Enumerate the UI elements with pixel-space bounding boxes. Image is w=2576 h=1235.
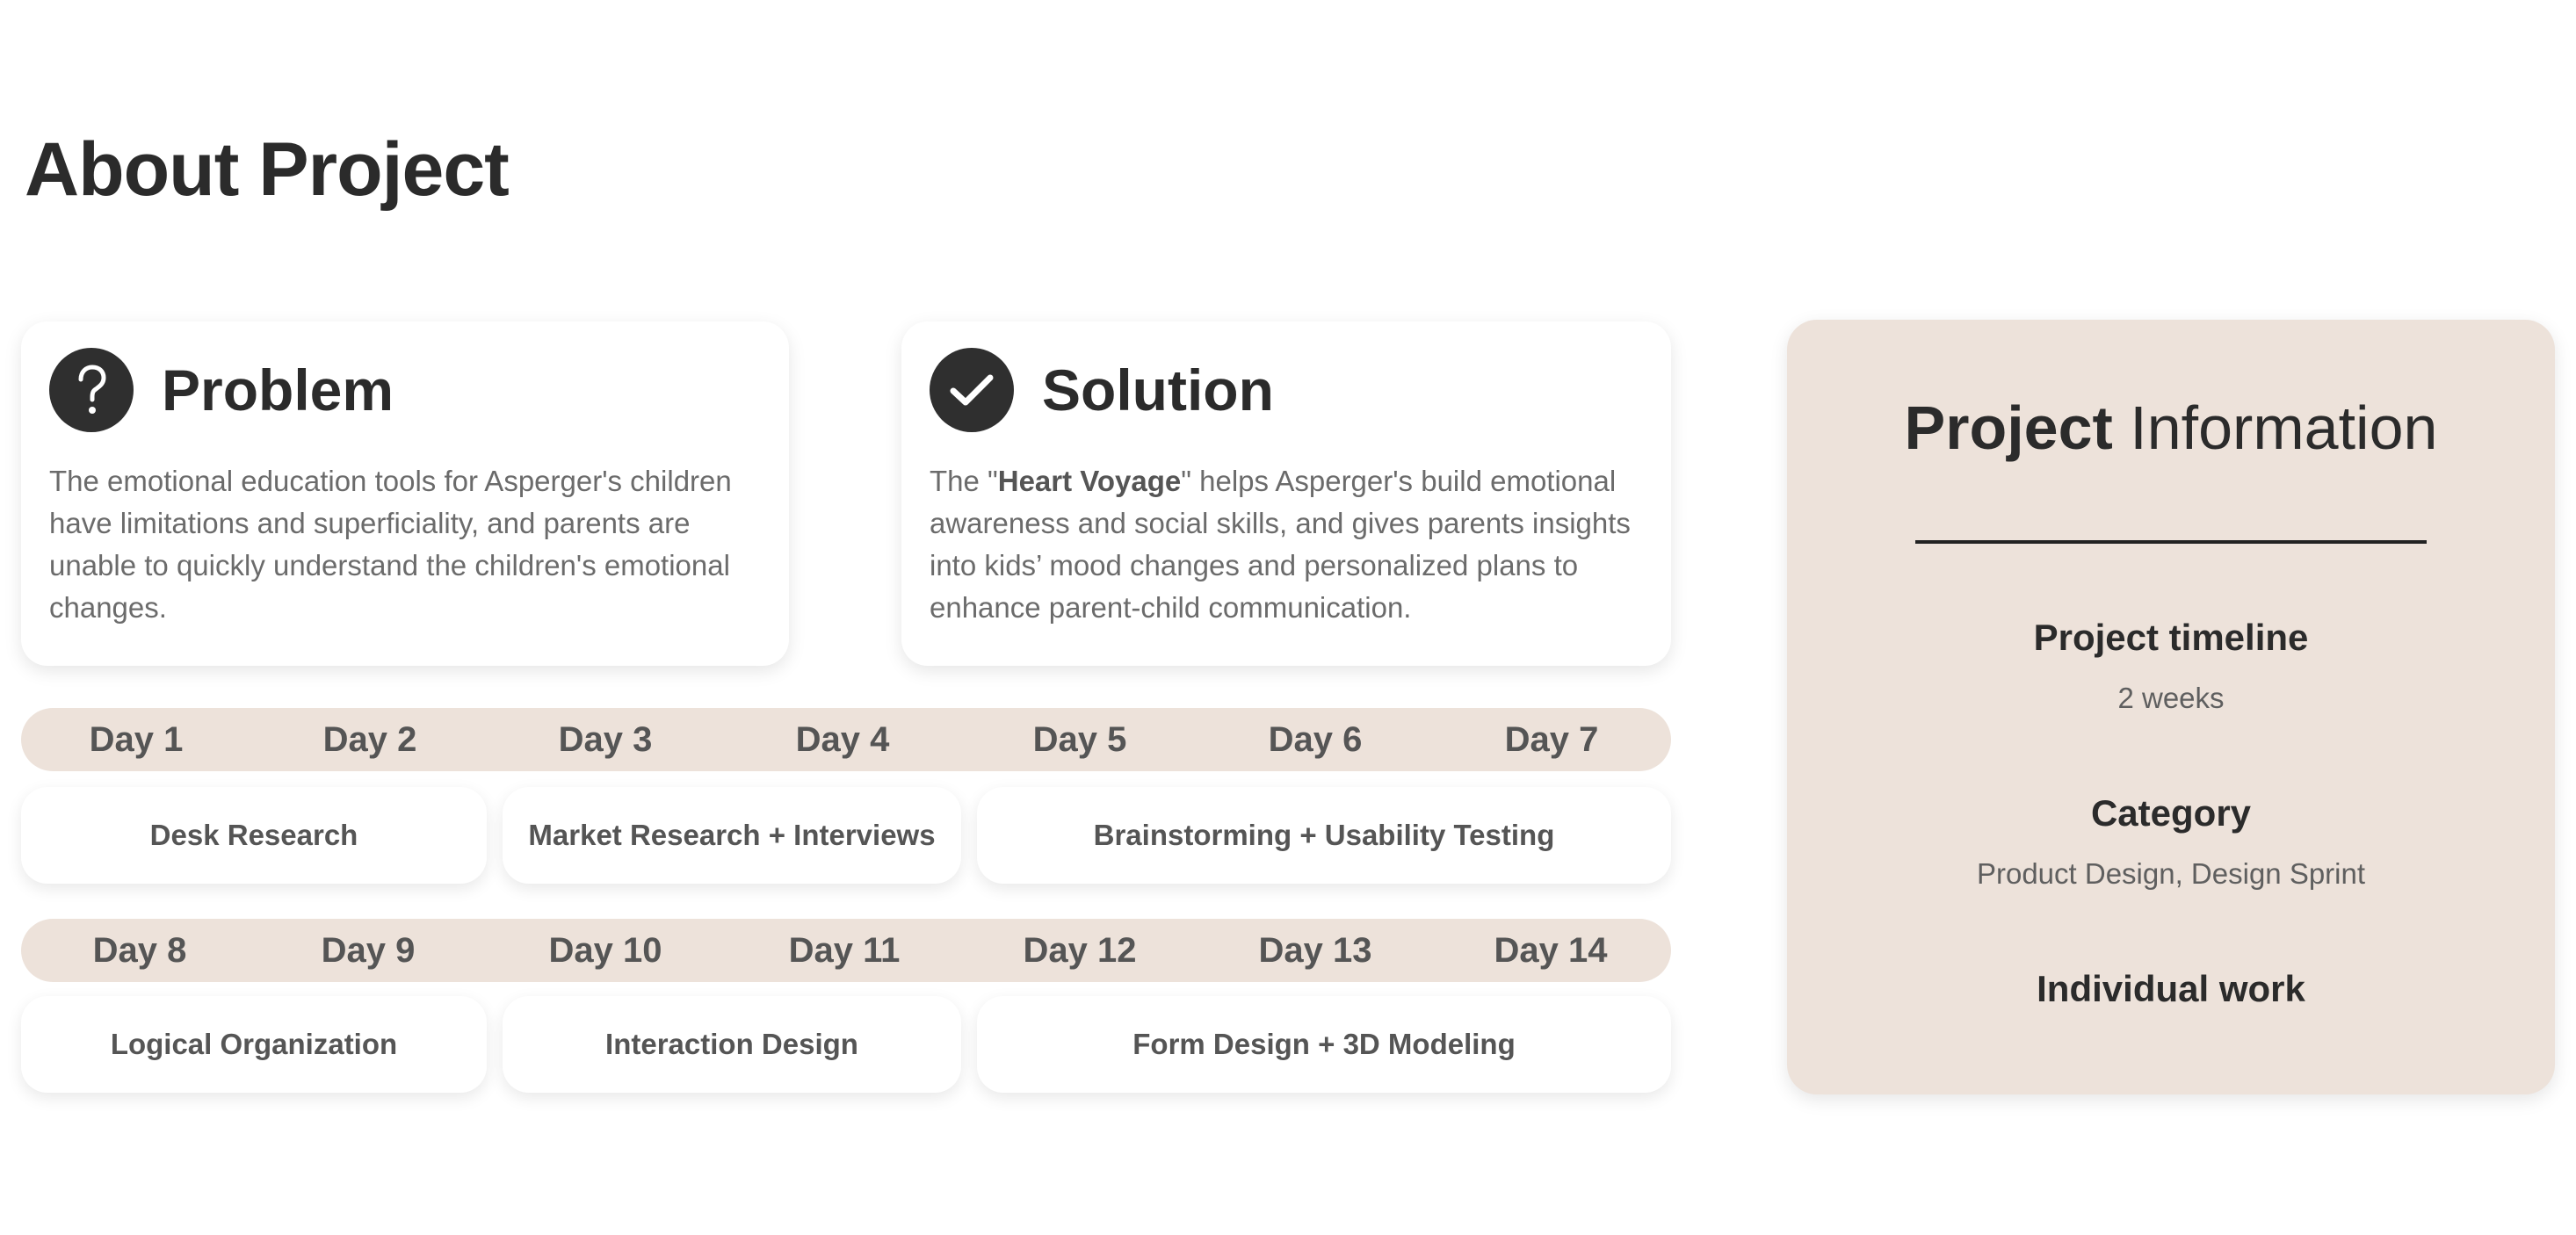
- problem-description: The emotional education tools for Asperg…: [49, 465, 732, 624]
- task-interaction-design: Interaction Design: [503, 996, 961, 1093]
- product-name: Heart Voyage: [997, 465, 1182, 497]
- week-1-day-bar: Day 1 Day 2 Day 3 Day 4 Day 5 Day 6 Day …: [21, 708, 1671, 771]
- day-label: Day 2: [322, 720, 417, 759]
- day-label: Day 1: [89, 720, 184, 759]
- info-title-light: Information: [2112, 394, 2438, 462]
- project-timeline-label: Project timeline: [2033, 617, 2309, 658]
- day-label: Day 12: [1023, 931, 1137, 970]
- category-label: Category: [2090, 792, 2252, 834]
- day-label: Day 10: [548, 931, 662, 970]
- project-information-title: Project Information: [1787, 397, 2555, 459]
- week-2-day-bar: Day 8 Day 9 Day 10 Day 11 Day 12 Day 13 …: [21, 919, 1671, 982]
- solution-text-before: The ": [930, 465, 998, 497]
- solution-title: Solution: [1042, 358, 1274, 422]
- task-market-research-interviews: Market Research + Interviews: [503, 787, 961, 884]
- task-form-design-3d-modeling: Form Design + 3D Modeling: [977, 996, 1671, 1093]
- solution-header: Solution: [930, 348, 1643, 432]
- day-label: Day 14: [1494, 931, 1608, 970]
- question-icon: [49, 348, 134, 432]
- info-title-bold: Project: [1904, 394, 2113, 462]
- day-label: Day 11: [788, 931, 901, 970]
- day-label: Day 6: [1268, 720, 1363, 759]
- day-label: Day 5: [1032, 720, 1127, 759]
- problem-header: Problem: [49, 348, 761, 432]
- task-brainstorming-usability-testing: Brainstorming + Usability Testing: [977, 787, 1671, 884]
- task-logical-organization: Logical Organization: [21, 996, 487, 1093]
- project-timeline-value: 2 weeks: [2117, 682, 2225, 714]
- day-label: Day 3: [558, 720, 653, 759]
- solution-text-after: " helps Asperger's build emotional aware…: [930, 465, 1631, 624]
- project-information-card: Project Information Project timeline 2 w…: [1787, 320, 2555, 1094]
- task-desk-research: Desk Research: [21, 787, 487, 884]
- category-value: Product Design, Design Sprint: [1976, 857, 2366, 890]
- day-label: Day 7: [1504, 720, 1599, 759]
- problem-title: Problem: [162, 358, 394, 422]
- day-label: Day 9: [321, 931, 416, 970]
- day-label: Day 4: [795, 720, 890, 759]
- problem-card: Problem The emotional education tools fo…: [21, 321, 789, 666]
- checkmark-icon: [930, 348, 1014, 432]
- individual-work-label: Individual work: [2037, 968, 2305, 1009]
- page-title: About Project: [25, 127, 510, 212]
- solution-description: The "Heart Voyage" helps Asperger's buil…: [930, 460, 1643, 629]
- day-label: Day 8: [92, 931, 187, 970]
- solution-card: Solution The "Heart Voyage" helps Asperg…: [901, 321, 1671, 666]
- divider: [1915, 540, 2427, 544]
- day-label: Day 13: [1258, 931, 1372, 970]
